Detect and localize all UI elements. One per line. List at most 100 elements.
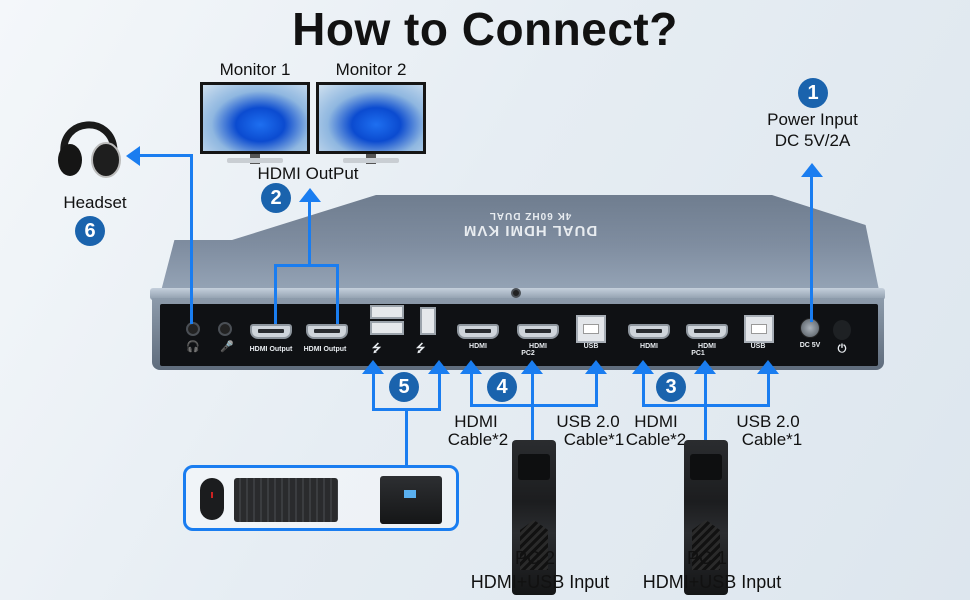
pc-2-name: PC 2 — [514, 548, 556, 568]
step-1-badge: 1 — [798, 78, 828, 108]
printer-icon — [380, 476, 442, 524]
step4-line-1 — [470, 372, 473, 406]
pc-2-tower — [512, 440, 556, 595]
step4-line-h — [470, 404, 598, 407]
hdmi-out-line-v — [308, 200, 311, 266]
step4-line-2 — [531, 372, 534, 444]
usb-a-port-3[interactable] — [420, 307, 436, 335]
pc1-hdmi-cable-label-2: Cable*2 — [625, 430, 687, 449]
headset-connector-line — [190, 154, 193, 324]
monitor-1-screen — [203, 85, 307, 151]
pc2-usb-arrow — [585, 360, 607, 374]
pc1-usb-cable-label-2: Cable*1 — [741, 430, 803, 449]
mouse-icon — [200, 478, 224, 520]
hdmi-output-label: HDMI OutPut — [257, 164, 359, 183]
device-spec-label: 4K 60HZ DUAL — [488, 210, 572, 221]
usb-icon-1: ⭍ — [372, 343, 382, 355]
pc1-hdmi-port-1-label: HDMI — [640, 343, 658, 350]
usb-icon-2: ⭍ — [416, 343, 426, 355]
step3-line-3 — [767, 372, 770, 406]
step5-line-v — [405, 408, 408, 466]
pc1-hdmi-arrow-1 — [632, 360, 654, 374]
power-input-label: Power Input — [767, 110, 858, 129]
step3-line-2 — [704, 372, 707, 444]
headset-image — [50, 108, 130, 180]
monitor-2-label: Monitor 2 — [335, 60, 407, 79]
pc2-hdmi-cable-label-1: HDMI — [454, 412, 498, 431]
page-title: How to Connect? — [292, 3, 678, 55]
microphone-icon: 🎤 — [220, 341, 234, 353]
pc-1-desc: HDMI+USB Input — [642, 572, 782, 592]
step-3-badge: 3 — [656, 372, 686, 402]
headset-connector-line-h — [140, 154, 193, 157]
headset-icon — [58, 121, 121, 178]
headphone-icon: 🎧 — [186, 341, 200, 353]
pc2-group-label: PC2 — [521, 350, 535, 357]
monitor-2-base — [343, 158, 399, 163]
hdmi-out-line-1 — [274, 264, 277, 324]
pc2-hdmi-port-1-label: HDMI — [469, 343, 487, 350]
pc2-usb-b-port[interactable] — [576, 315, 606, 343]
dc-port-label: DC 5V — [799, 342, 821, 349]
usb-a-arrow-1 — [362, 360, 384, 374]
monitor-1-base — [227, 158, 283, 163]
headset-label: Headset — [63, 193, 127, 212]
monitor-2 — [316, 82, 426, 154]
step3-line-1 — [642, 372, 645, 406]
monitor-1-label: Monitor 1 — [219, 60, 291, 79]
pc2-hdmi-port-2-label: HDMI — [529, 343, 547, 350]
power-arrow — [801, 163, 823, 177]
headset-arrow — [126, 146, 140, 166]
pc2-hdmi-port-1[interactable] — [457, 324, 499, 339]
pc1-hdmi-cable-label-1: HDMI — [634, 412, 678, 431]
pc1-hdmi-port-1[interactable] — [628, 324, 670, 339]
power-spec-label: DC 5V/2A — [774, 131, 851, 150]
microphone-jack[interactable] — [218, 322, 232, 336]
pc2-hdmi-arrow-2 — [521, 360, 543, 374]
pc1-usb-b-port[interactable] — [744, 315, 774, 343]
usb-a-port-2[interactable] — [370, 321, 404, 335]
hdmi-out-arrow — [299, 188, 321, 202]
step-2-badge: 2 — [261, 183, 291, 213]
pc1-usb-port-label: USB — [750, 343, 766, 350]
pc2-hdmi-port-2[interactable] — [517, 324, 559, 339]
pc2-usb-cable-label-2: Cable*1 — [563, 430, 625, 449]
indicator-hole — [511, 288, 521, 298]
pc1-group-label: PC1 — [691, 350, 705, 357]
hdmi-output-port-2[interactable] — [306, 324, 348, 339]
hdmi-output-port-1[interactable] — [250, 324, 292, 339]
step3-line-h — [642, 404, 770, 407]
pc1-hdmi-port-2[interactable] — [686, 324, 728, 339]
pc2-usb-port-label: USB — [583, 343, 599, 350]
pc2-hdmi-cable-label-2: Cable*2 — [447, 430, 509, 449]
pc-1-name: PC 1 — [686, 548, 728, 568]
usb-a-port-1[interactable] — [370, 305, 404, 319]
step5-line-2 — [438, 372, 441, 410]
pc1-hdmi-arrow-2 — [694, 360, 716, 374]
pc1-usb-cable-label-1: USB 2.0 — [736, 412, 800, 431]
pc1-usb-arrow — [757, 360, 779, 374]
keyboard-icon — [234, 478, 338, 522]
monitor-1 — [200, 82, 310, 154]
device-model-label: DUAL HDMI KVM — [462, 222, 598, 239]
hdmi-output-port-2-label: HDMI Output — [303, 346, 347, 353]
step-6-badge: 6 — [75, 216, 105, 246]
pc1-hdmi-port-2-label: HDMI — [698, 343, 716, 350]
headphone-jack[interactable] — [186, 322, 200, 336]
pc-1-tower — [684, 440, 728, 595]
monitor-2-screen — [319, 85, 423, 151]
step-5-badge: 5 — [389, 372, 419, 402]
hdmi-output-port-1-label: HDMI Output — [249, 346, 293, 353]
power-icon: ⏻ — [837, 343, 847, 355]
step-4-badge: 4 — [487, 372, 517, 402]
usb-a-arrow-2 — [428, 360, 450, 374]
pc2-hdmi-arrow-1 — [460, 360, 482, 374]
pc2-usb-cable-label-1: USB 2.0 — [556, 412, 620, 431]
pc-2-desc: HDMI+USB Input — [470, 572, 610, 592]
hdmi-out-line-2 — [336, 264, 339, 324]
power-button[interactable] — [833, 320, 851, 340]
step4-line-3 — [595, 372, 598, 406]
power-line — [810, 176, 813, 322]
peripherals-group — [183, 465, 459, 531]
step5-line-1 — [372, 372, 375, 410]
